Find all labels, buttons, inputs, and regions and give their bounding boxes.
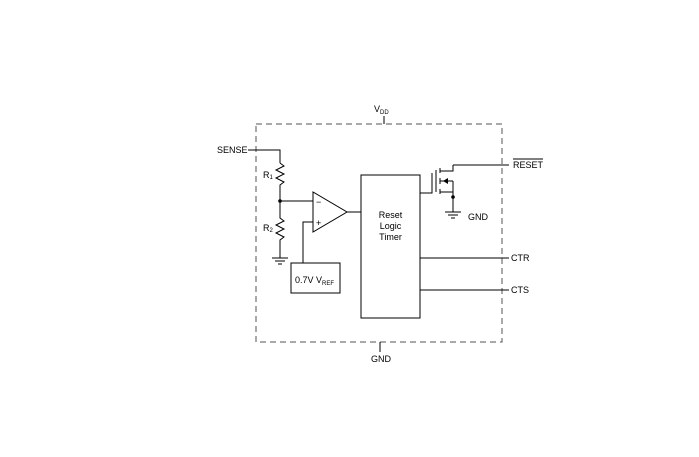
reference-box xyxy=(290,262,341,294)
vdd-label: VDD xyxy=(374,104,389,116)
logic-block-line1: Reset xyxy=(379,210,403,220)
mosfet-source-dot xyxy=(451,195,455,199)
logic-to-gate-wire xyxy=(420,173,433,194)
reset-logic-timer-block xyxy=(360,174,421,319)
r2-resistor xyxy=(274,201,286,258)
cts-label: CTS xyxy=(511,285,529,295)
gnd-fet-label: GND xyxy=(468,212,489,222)
r1-label: R1 xyxy=(263,170,274,181)
sense-wire xyxy=(248,149,281,163)
reset-label: RESET xyxy=(513,160,544,170)
reference-to-plus-wire xyxy=(302,221,313,263)
logic-block-line2: Logic xyxy=(380,221,402,231)
sense-label: SENSE xyxy=(217,145,248,155)
comparator-minus-label: − xyxy=(316,197,321,207)
logic-block-line3: Timer xyxy=(379,232,402,242)
r2-label: R2 xyxy=(263,223,274,234)
mosfet-ground-symbol xyxy=(445,211,461,219)
reference-label: 0.7V VREF xyxy=(295,275,334,287)
r1-resistor xyxy=(274,162,286,201)
output-mosfet xyxy=(435,165,454,212)
r2-ground-symbol xyxy=(272,257,288,265)
gnd-bottom-label: GND xyxy=(371,354,392,364)
ic-boundary xyxy=(255,123,503,343)
comparator xyxy=(312,191,348,233)
comparator-plus-label: + xyxy=(316,218,321,228)
ctr-label: CTR xyxy=(511,253,530,263)
